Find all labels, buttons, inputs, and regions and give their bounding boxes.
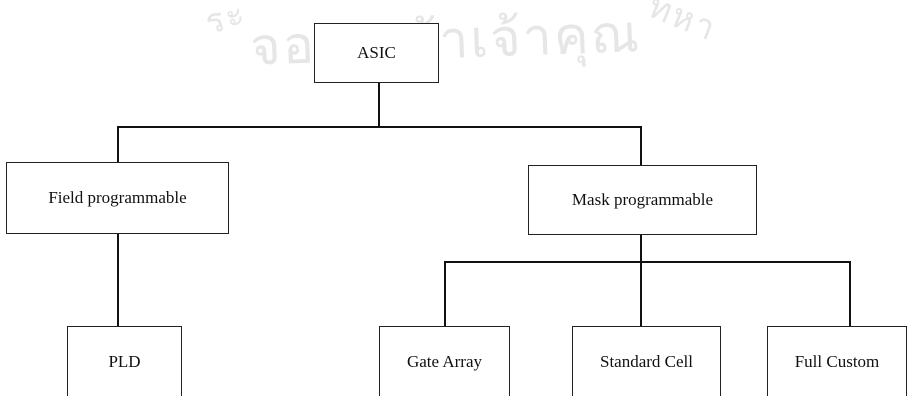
field-programmable-label: Field programmable bbox=[48, 188, 187, 207]
full-custom-node: Full Custom bbox=[767, 326, 907, 396]
gate-array-label: Gate Array bbox=[406, 351, 483, 371]
asic-node: ASIC bbox=[314, 23, 439, 83]
gate-array-node: Gate Array bbox=[379, 326, 510, 396]
field-programmable-node: Field programmable bbox=[6, 162, 229, 234]
pld-node: PLD bbox=[67, 326, 182, 396]
pld-label: PLD bbox=[108, 351, 141, 371]
asic-label: ASIC bbox=[357, 43, 396, 62]
mask-programmable-label: Mask programmable bbox=[571, 190, 714, 209]
standard-cell-label: Standard Cell bbox=[599, 351, 693, 371]
mask-programmable-node: Mask programmable bbox=[528, 165, 757, 235]
full-custom-label: Full Custom bbox=[794, 351, 880, 371]
standard-cell-node: Standard Cell bbox=[572, 326, 721, 396]
